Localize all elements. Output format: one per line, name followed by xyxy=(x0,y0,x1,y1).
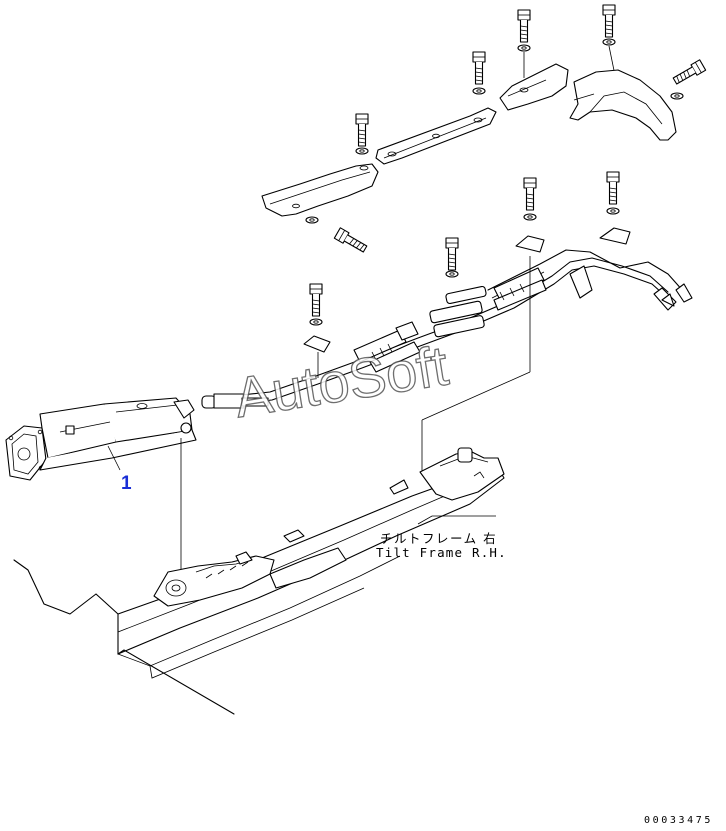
frame-label-english: Tilt Frame R.H. xyxy=(376,545,507,560)
hose-fitting xyxy=(493,267,547,311)
hose-clamp xyxy=(515,235,545,253)
hose-clamp xyxy=(599,227,631,245)
hose-fitting xyxy=(429,285,487,338)
frame-label-japanese: チルトフレーム 右 xyxy=(380,531,498,546)
tilt-cylinder-part-1 xyxy=(5,397,197,580)
hose-fitting xyxy=(653,283,693,311)
guard-plate xyxy=(499,63,569,111)
washer xyxy=(606,207,620,215)
bolt xyxy=(355,113,369,147)
washer xyxy=(523,213,537,221)
washer xyxy=(309,318,323,326)
washer xyxy=(517,44,531,52)
washer xyxy=(472,87,486,95)
bolt xyxy=(333,227,369,255)
callout-leader xyxy=(107,445,121,471)
guard-bracket xyxy=(569,69,677,141)
bolt xyxy=(602,4,616,38)
hose-elbow xyxy=(569,265,593,299)
upper-hose-guard-assembly xyxy=(261,4,707,255)
bolt xyxy=(606,171,620,205)
cylinder-mount-bracket xyxy=(153,555,275,607)
bolt xyxy=(517,9,531,43)
document-number: 00033475 xyxy=(644,815,713,826)
hose-fitting xyxy=(353,321,421,373)
guard-bar xyxy=(375,107,497,165)
hose-assembly xyxy=(201,171,693,409)
bolt xyxy=(445,237,459,271)
bolt xyxy=(472,51,486,85)
bolt xyxy=(523,177,537,211)
hose-fitting xyxy=(201,393,269,409)
frame-label-leader xyxy=(417,515,496,525)
hose-mount-bracket xyxy=(419,451,505,501)
washer xyxy=(355,147,369,155)
washer xyxy=(445,270,459,278)
guard-end-plate xyxy=(261,163,379,217)
bolt xyxy=(309,283,323,317)
part-callout-1[interactable]: 1 xyxy=(121,473,132,494)
hose-clamp xyxy=(303,335,331,353)
washer xyxy=(602,38,616,46)
bolt xyxy=(671,59,707,87)
washer xyxy=(670,92,684,100)
tilt-frame xyxy=(13,447,505,715)
washer xyxy=(305,216,319,224)
